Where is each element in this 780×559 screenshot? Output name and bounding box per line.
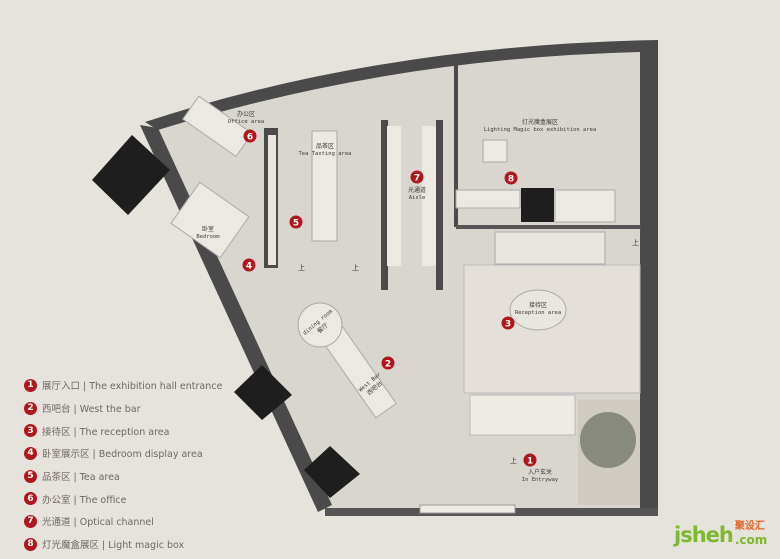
logo-com: .com [734,533,768,547]
marker-number: 6 [247,133,253,143]
dining-table [297,302,343,348]
wall [436,120,443,290]
legend-item: 1 展厅入口 | The exhibition hall entrance [24,374,222,397]
marker-number: 3 [505,320,511,330]
stair-label: 上 [352,263,359,272]
marker-number: 5 [293,219,299,229]
wall [381,120,388,290]
legend-item: 7 光通道 | Optical channel [24,510,222,533]
legend-item: 5 品茶区 | Tea area [24,465,222,488]
bedroom-label-en: Bedroom [196,234,220,240]
display-block [482,139,508,163]
legend-label: 展厅入口 | The exhibition hall entrance [42,381,223,393]
legend-number: 6 [24,492,37,506]
wall [454,62,458,227]
column [304,446,360,498]
magic-label-cn: 灯光魔盒展区 [522,118,558,126]
logo-cn: 聚设汇 [734,521,765,532]
display-bench [455,189,521,209]
legend-item: 8 灯光魔盒展区 | Light magic box [24,533,222,556]
wall [422,126,436,266]
stair-label: 上 [510,456,517,465]
marker-number: 2 [385,360,391,370]
entry-mat [419,504,516,514]
bedroom-label-cn: 卧室 [202,225,214,233]
legend-label: 光通道 | Optical channel [42,517,154,529]
column [92,135,170,215]
logo-main: jsheh [674,523,734,547]
marker-number: 4 [246,262,252,272]
legend-item: 3 接待区 | The reception area [24,419,222,442]
sofa [494,231,606,265]
stair-label: 上 [298,263,305,272]
marker-1: 1 [523,453,537,467]
legend-number: 7 [24,514,37,528]
bed [170,181,250,259]
legend-label: 卧室展示区 | Bedroom display area [42,449,203,461]
tea-table [311,130,338,242]
marker-6: 6 [243,129,257,143]
marker-7: 7 [410,170,424,184]
legend-item: 4 卧室展示区 | Bedroom display area [24,442,222,465]
magic-label-en: Lighting Magic box exhibition area [484,127,597,133]
stair-label: 上 [632,238,639,247]
legend-item: 2 西吧台 | West the bar [24,397,222,420]
marker-number: 8 [508,175,514,185]
reception-label-en: Reception area [515,310,561,316]
reception-platform [463,264,641,394]
watermark-logo: jsheh 聚设汇 .com [674,521,768,547]
legend-number: 5 [24,469,37,483]
wall [456,225,641,229]
office-label-en: Office area [228,119,264,125]
entry-label-cn: 入户玄关 [528,468,552,476]
logo-side: 聚设汇 .com [734,521,768,547]
legend-label: 品茶区 | Tea area [42,472,120,484]
legend-label: 灯光魔盒展区 | Light magic box [42,540,185,552]
legend-label: 西吧台 | West the bar [42,404,141,416]
display-bench [554,189,616,223]
legend-number: 1 [24,378,37,392]
stairs [469,394,576,436]
aisle-label-en: Aisle [409,195,426,201]
legend-item: 6 办公室 | The office [24,487,222,510]
aisle-label-cn: 光通道 [408,186,426,194]
legend-number: 8 [24,537,37,551]
column [234,365,292,420]
column [521,188,554,222]
marker-8: 8 [504,171,518,185]
legend-label: 办公室 | The office [42,494,127,506]
marker-number: 1 [527,457,533,467]
legend-number: 3 [24,424,37,438]
marker-number: 7 [414,174,420,184]
legend-label: 接待区 | The reception area [42,426,170,438]
tea-label-en: Tea Tasting area [299,151,352,157]
marker-2: 2 [381,356,395,370]
reception-label-cn: 接待区 [529,301,547,309]
entry-label-en: In Entryway [522,477,559,483]
wall [387,126,401,266]
tree [580,412,636,468]
marker-4: 4 [242,258,256,272]
marker-3: 3 [501,316,515,330]
office-desk [182,95,253,158]
marker-5: 5 [289,215,303,229]
legend-number: 4 [24,446,37,460]
tea-label-cn: 品茶区 [316,142,334,150]
office-label-cn: 办公区 [237,110,255,118]
wall [268,135,276,265]
legend-number: 2 [24,401,37,415]
coffee-table [509,289,567,331]
legend: 1 展厅入口 | The exhibition hall entrance 2 西吧… [24,374,222,556]
